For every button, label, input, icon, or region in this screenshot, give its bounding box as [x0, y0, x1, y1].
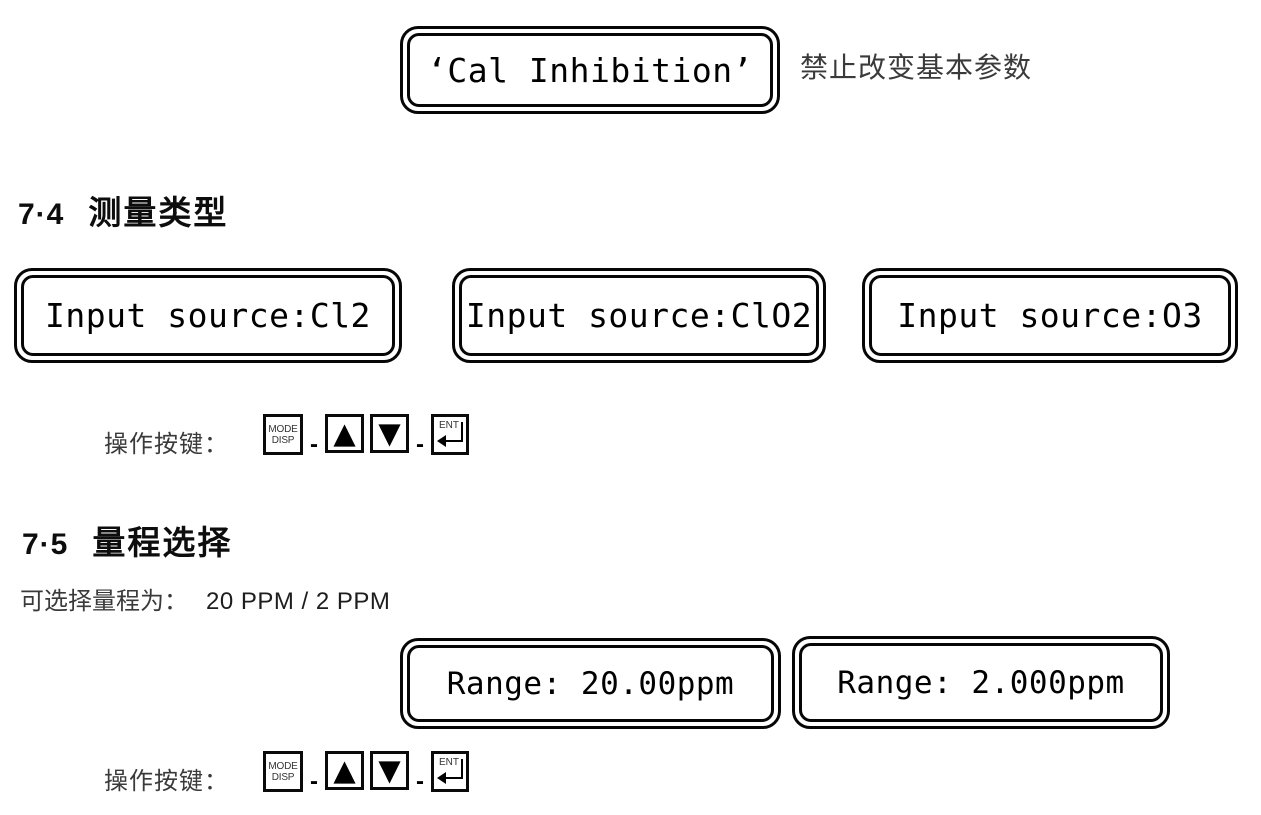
operation-keys-label: 操作按键： — [104, 431, 229, 458]
up-arrow-icon: ▲ — [333, 753, 356, 787]
lcd-text-range-20ppm: Range: 20.00ppm — [446, 665, 735, 702]
section-number: 7·5 — [22, 528, 69, 561]
lcd-display-inner: Input source:ClO2 — [459, 275, 819, 356]
lcd-text-input-source-clo2: Input source:ClO2 — [465, 296, 813, 335]
down-arrow-icon: ▼ — [378, 416, 401, 450]
mode-key-line2: DISP — [271, 434, 295, 446]
range-options-line: 可选择量程为： 20 PPM / 2 PPM — [20, 581, 390, 616]
section-heading-7-4: 7·4 测量类型 — [18, 186, 228, 234]
lcd-display-input-source-clo2: Input source:ClO2 — [452, 268, 826, 363]
range-options-value: 20 PPM / 2 PPM — [206, 588, 391, 615]
lcd-display-range-20ppm: Range: 20.00ppm — [400, 638, 781, 729]
section-heading-7-5: 7·5 量程选择 — [22, 516, 232, 564]
ent-key: ENT — [431, 414, 469, 455]
ent-key: ENT — [431, 751, 469, 792]
mode-key-line2: DISP — [271, 771, 295, 783]
cal-inhibition-note: 禁止改变基本参数 — [800, 52, 1033, 83]
lcd-text-range-2ppm: Range: 2.000ppm — [837, 664, 1125, 701]
ent-key-label: ENT — [439, 420, 459, 431]
lcd-display-cal-inhibition: ‘Cal Inhibition’ — [400, 26, 780, 114]
up-arrow-key: ▲ — [325, 414, 364, 453]
section-number: 7·4 — [18, 198, 65, 231]
range-options-label: 可选择量程为： — [20, 588, 188, 615]
lcd-display-inner: Input source:O3 — [869, 275, 1231, 356]
lcd-display-input-source-o3: Input source:O3 — [862, 268, 1238, 363]
down-arrow-key: ▼ — [370, 751, 409, 790]
key-separator-dash: - — [310, 768, 318, 795]
down-arrow-key: ▼ — [370, 414, 409, 453]
mode-disp-key: MODE DISP — [263, 414, 303, 455]
lcd-display-input-source-cl2: Input source:Cl2 — [14, 268, 402, 363]
lcd-display-range-2ppm: Range: 2.000ppm — [792, 636, 1170, 729]
up-arrow-icon: ▲ — [333, 416, 356, 450]
key-separator-dash: - — [416, 431, 424, 458]
up-arrow-key: ▲ — [325, 751, 364, 790]
lcd-text-input-source-o3: Input source:O3 — [897, 296, 1203, 335]
mode-disp-key: MODE DISP — [263, 751, 303, 792]
operation-keys-row-1: 操作按键： MODE DISP - ▲ ▼ - ENT — [104, 414, 469, 459]
lcd-display-inner: Input source:Cl2 — [21, 275, 395, 356]
enter-arrow-icon — [437, 759, 463, 784]
down-arrow-icon: ▼ — [378, 753, 401, 787]
mode-key-line1: MODE — [268, 760, 298, 772]
ent-key-label: ENT — [439, 757, 459, 768]
mode-key-line1: MODE — [268, 423, 298, 435]
lcd-display-inner: ‘Cal Inhibition’ — [407, 33, 773, 107]
section-title: 量程选择 — [92, 524, 233, 561]
lcd-display-inner: Range: 2.000ppm — [799, 643, 1163, 722]
operation-keys-label: 操作按键： — [104, 768, 229, 795]
enter-arrow-icon — [437, 422, 463, 447]
section-title: 测量类型 — [88, 194, 229, 231]
lcd-display-inner: Range: 20.00ppm — [407, 645, 774, 722]
operation-keys-row-2: 操作按键： MODE DISP - ▲ ▼ - ENT — [104, 751, 469, 796]
lcd-text-input-source-cl2: Input source:Cl2 — [45, 296, 371, 335]
key-separator-dash: - — [310, 431, 318, 458]
lcd-text-cal-inhibition: ‘Cal Inhibition’ — [427, 50, 753, 90]
key-separator-dash: - — [416, 768, 424, 795]
